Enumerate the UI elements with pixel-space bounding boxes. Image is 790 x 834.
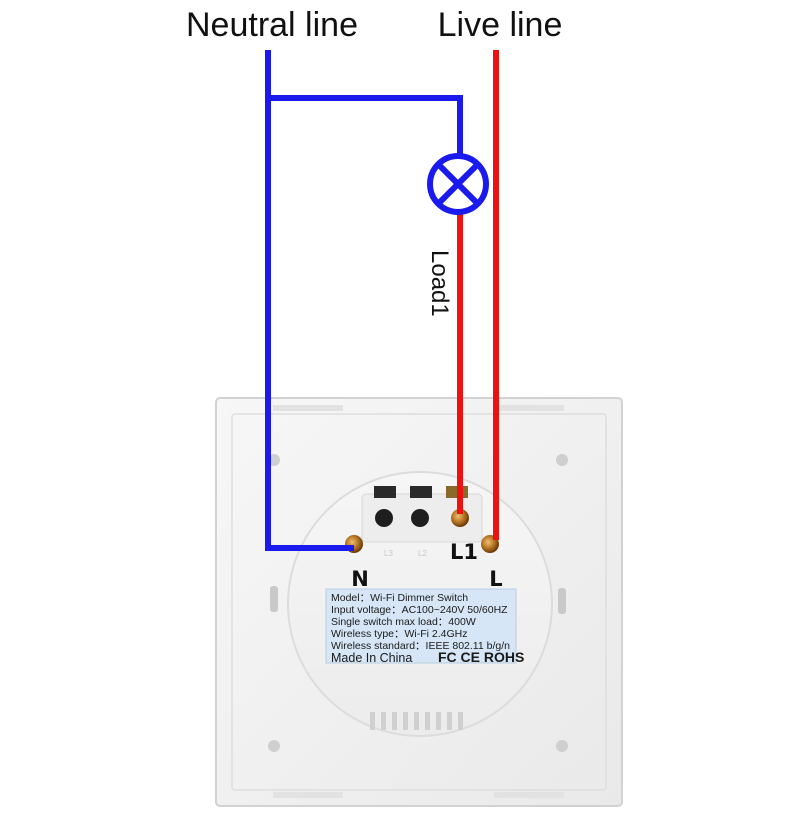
- lamp-load-icon: [427, 153, 489, 215]
- neutral-line-title: Neutral line: [186, 6, 358, 44]
- label-model: Model：Wi-Fi Dimmer Switch: [331, 592, 468, 604]
- label-certifications: FC CE ROHS: [438, 649, 524, 665]
- neutral-to-load-wire: [268, 95, 463, 160]
- terminal-mark-l3: L3: [384, 549, 393, 558]
- live-line-title: Live line: [438, 6, 563, 44]
- label-wireless-standard: Wireless standard：IEEE 802.11 b/g/n: [331, 640, 510, 652]
- product-label: Model：Wi-Fi Dimmer Switch Input voltage：…: [325, 588, 524, 665]
- terminal-label-l1: L1: [450, 540, 478, 564]
- label-max-load: Single switch max load：400W: [331, 616, 476, 628]
- label-wireless-type: Wireless type：Wi-Fi 2.4GHz: [331, 628, 468, 640]
- neutral-wire: [265, 50, 354, 551]
- terminal-label-n: N: [351, 567, 369, 591]
- terminal-holes: [345, 509, 499, 553]
- terminal-label-l: L: [489, 567, 502, 591]
- label-input-voltage: Input voltage：AC100~240V 50/60HZ: [331, 604, 508, 616]
- load-label: Load1: [426, 250, 453, 317]
- terminal-mark-l2: L2: [418, 549, 427, 558]
- terminal-screw-l1: [451, 509, 469, 527]
- label-origin: Made In China: [331, 651, 412, 665]
